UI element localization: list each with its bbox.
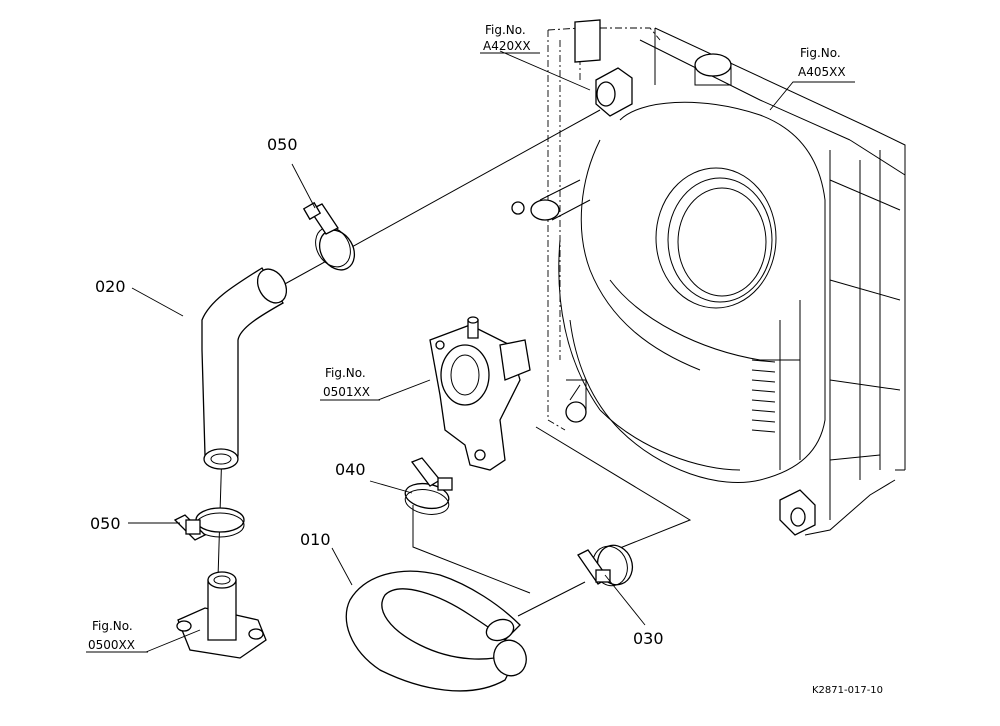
- water-pump-0501[interactable]: [429, 316, 531, 471]
- callout-010: 010: [300, 530, 331, 549]
- callout-050-upper: 050: [267, 135, 298, 154]
- hose-clamp-050-upper[interactable]: [302, 201, 362, 276]
- svg-text:Fig.No.: Fig.No.: [800, 46, 841, 60]
- callout-020: 020: [95, 277, 126, 296]
- hose-clamp-030[interactable]: [577, 540, 638, 590]
- drawing-code: K2871-017-10: [812, 685, 883, 696]
- hose-clamp-050-lower[interactable]: [173, 507, 245, 541]
- svg-text:0500XX: 0500XX: [88, 638, 135, 652]
- radiator-hose-010[interactable]: [345, 570, 531, 692]
- radiator-assembly: [511, 19, 906, 536]
- callout-050-lower: 050: [90, 514, 121, 533]
- svg-text:A405XX: A405XX: [798, 65, 846, 79]
- callout-030: 030: [633, 629, 664, 648]
- callout-040: 040: [335, 460, 366, 479]
- fig-ref-0501[interactable]: Fig.No. 0501XX: [320, 366, 380, 401]
- svg-text:A420XX: A420XX: [483, 39, 531, 53]
- hose-clamp-040[interactable]: [403, 457, 453, 518]
- svg-text:Fig.No.: Fig.No.: [92, 619, 133, 633]
- leader-lines: [128, 50, 855, 653]
- svg-text:Fig.No.: Fig.No.: [485, 23, 526, 37]
- water-flange-0500[interactable]: [176, 571, 267, 659]
- radiator-hose-020[interactable]: [201, 264, 292, 470]
- svg-text:0501XX: 0501XX: [323, 385, 370, 399]
- fig-ref-a420[interactable]: Fig.No. A420XX: [480, 23, 540, 54]
- svg-text:Fig.No.: Fig.No.: [325, 366, 366, 380]
- fig-ref-0500[interactable]: Fig.No. 0500XX: [86, 619, 148, 653]
- fig-ref-a405[interactable]: Fig.No. A405XX: [798, 46, 846, 79]
